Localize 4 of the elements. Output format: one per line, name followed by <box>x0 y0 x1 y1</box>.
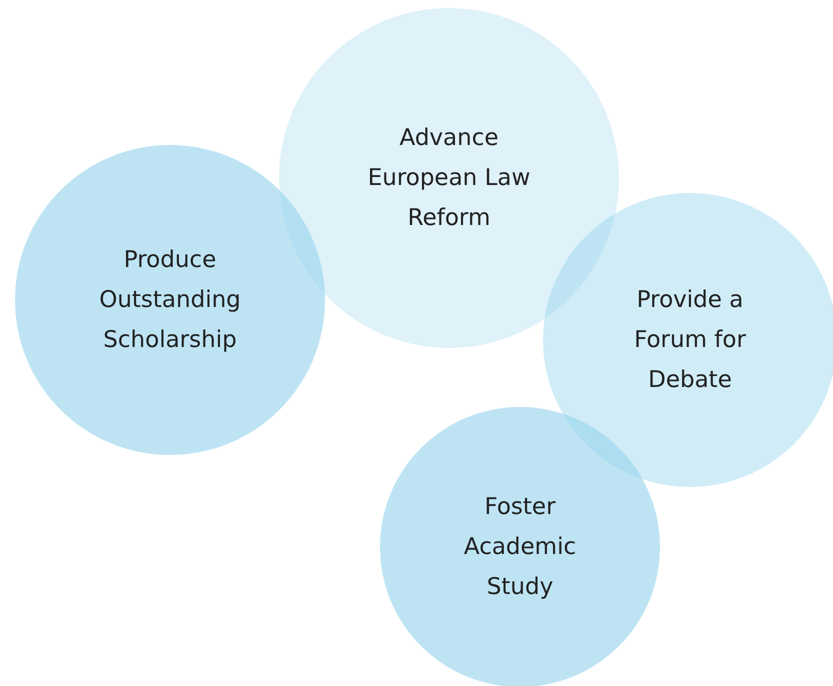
goal-label: Provide a Forum for Debate <box>633 286 747 395</box>
goal-label: Foster Academic Study <box>462 493 578 602</box>
goal-label: Advance European Law Reform <box>366 124 532 233</box>
goal-label: Produce Outstanding Scholarship <box>98 246 242 355</box>
